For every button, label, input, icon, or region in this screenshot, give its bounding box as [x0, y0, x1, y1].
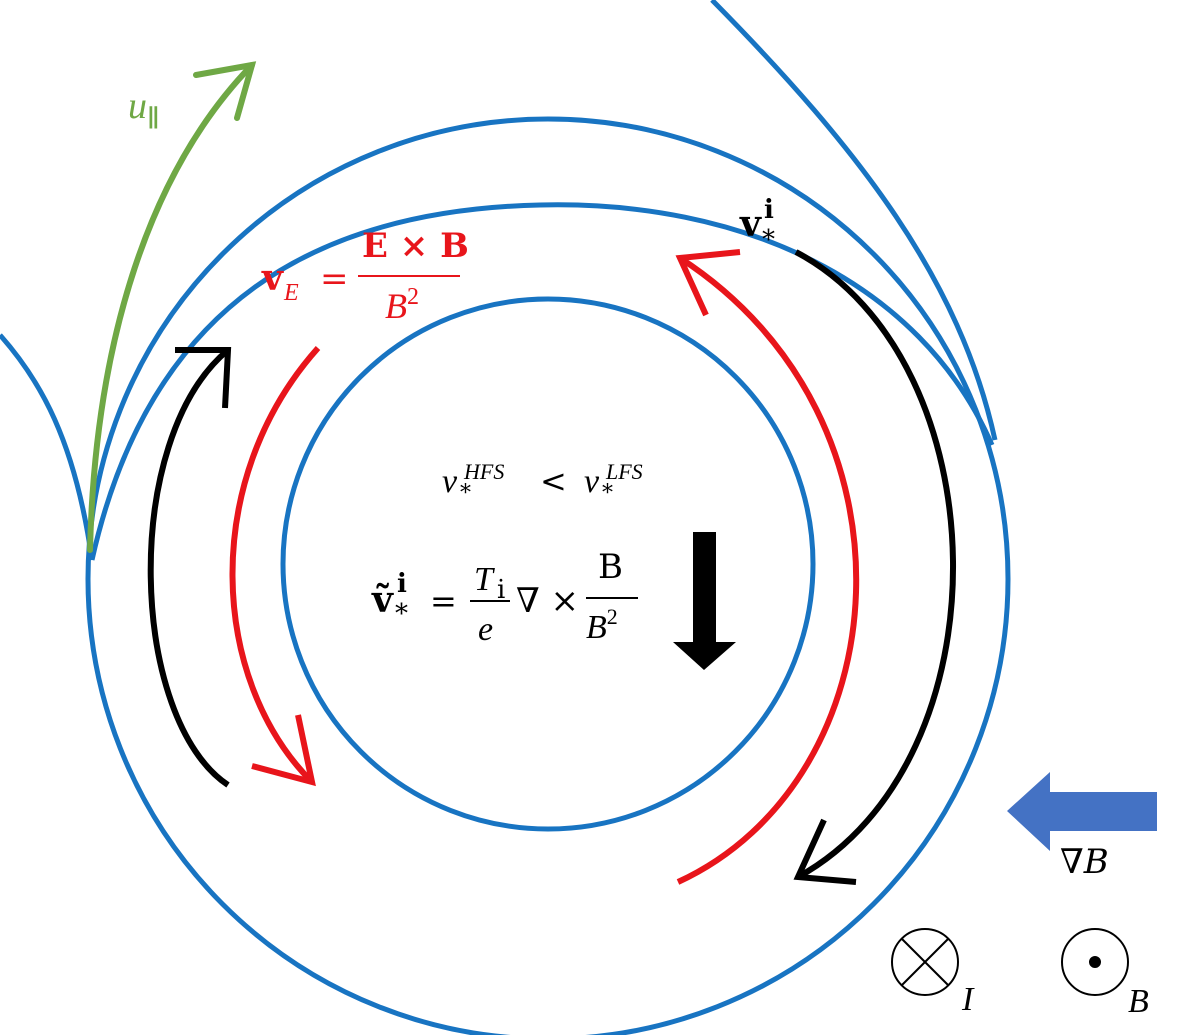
- svg-text:*: *: [762, 225, 775, 255]
- svg-text:T: T: [474, 561, 495, 598]
- cross-circle-icon: [891, 928, 959, 996]
- field-line-top: [89, 202, 995, 561]
- exb-flow-arrow-right: [675, 249, 860, 885]
- svg-text:v: v: [442, 463, 458, 500]
- svg-text:i: i: [397, 569, 407, 599]
- svg-text:HFS: HFS: [463, 459, 504, 484]
- svg-text:ṽ: ṽ: [371, 579, 394, 621]
- parallel-flow-label: u∥: [128, 85, 160, 132]
- velocity-inequality: v HFS * < v LFS *: [442, 459, 643, 506]
- svg-text:e: e: [478, 611, 493, 648]
- svg-text:*: *: [395, 599, 408, 629]
- svg-text:B2: B2: [385, 284, 419, 326]
- svg-text:B: B: [598, 547, 623, 587]
- field-label: B: [1128, 983, 1149, 1020]
- svg-text:=: =: [430, 582, 457, 620]
- svg-text:v: v: [261, 257, 284, 299]
- grad-b-label: ∇B: [1060, 842, 1109, 882]
- svg-text:E: E: [283, 280, 299, 306]
- exb-flow-arrow-left: [229, 346, 321, 787]
- svg-text:i: i: [497, 575, 505, 605]
- svg-text:E × B: E × B: [362, 226, 469, 266]
- svg-text:LFS: LFS: [605, 459, 643, 484]
- exb-velocity-formula: v E = E × B B2: [261, 226, 469, 326]
- current-label: I: [961, 981, 975, 1018]
- diamagnetic-flow-arrow-left: [147, 347, 232, 788]
- field-line-left: [0, 333, 95, 561]
- diamagnetic-flow-arrow-right: [793, 249, 956, 885]
- svg-text:v: v: [584, 463, 600, 500]
- dot-circle-icon: [1061, 928, 1129, 996]
- svg-text:=: =: [320, 259, 349, 299]
- outer-flux-surface: [85, 116, 1011, 1035]
- svg-text:<: <: [540, 462, 567, 500]
- grad-b-arrow: [1007, 772, 1157, 851]
- svg-text:i: i: [764, 195, 774, 225]
- parallel-flow-arrow: [87, 61, 257, 553]
- svg-text:*: *: [602, 481, 613, 506]
- svg-text:v: v: [739, 203, 762, 245]
- svg-text:∇ ×: ∇ ×: [516, 581, 579, 621]
- field-line-right: [710, 0, 998, 441]
- svg-text:B2: B2: [586, 604, 618, 646]
- diamagnetic-velocity-label: v i *: [739, 195, 775, 255]
- diamagnetic-velocity-formula: ṽ i * = T i e ∇ × B B2: [371, 547, 638, 648]
- drift-direction-arrow: [673, 532, 736, 670]
- inner-flux-surface: [280, 296, 816, 832]
- svg-text:*: *: [460, 481, 471, 506]
